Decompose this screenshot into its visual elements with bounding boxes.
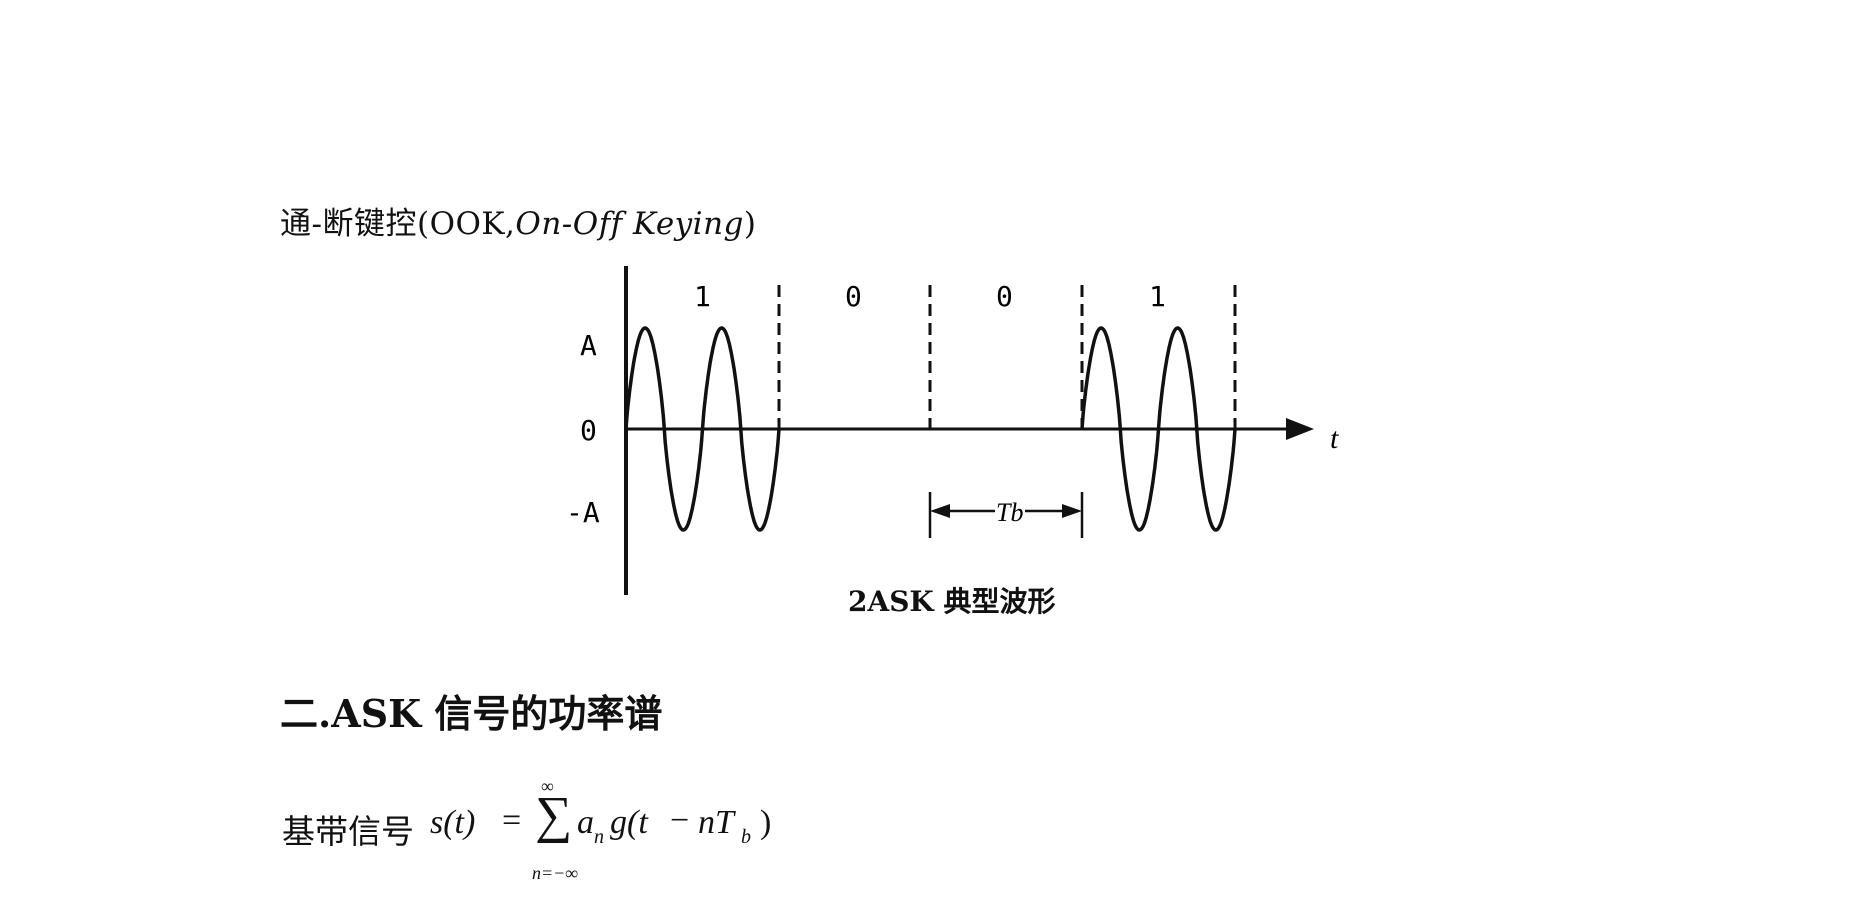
intro-italic: On-Off Keying — [515, 206, 744, 242]
figure-caption: 2ASK 典型波形 — [848, 585, 1056, 618]
period-label: Tb — [996, 498, 1023, 527]
intro-line: 通-断键控(OOK,On-Off Keying) — [280, 198, 757, 243]
period-arrow-left-icon — [930, 504, 950, 518]
period-marker: Tb — [928, 492, 1084, 538]
formula-nT: nT — [698, 804, 734, 841]
formula-sum-lower: n=−∞ — [532, 863, 579, 883]
t-axis-arrow-icon — [1286, 418, 1314, 440]
bit-label-1: 1 — [694, 280, 711, 313]
bit-label-4: 1 — [1149, 280, 1166, 313]
formula-equals: = — [502, 802, 522, 839]
formula-g: g(t — [610, 804, 648, 841]
formula-minus: − — [670, 802, 690, 839]
y-label-0: 0 — [580, 414, 597, 447]
t-axis-label: t — [1330, 422, 1339, 455]
bit-boundaries — [777, 285, 1237, 429]
formula-T-subscript: b — [741, 826, 751, 848]
bit-label-2: 0 — [845, 280, 862, 313]
formula-a-subscript: n — [594, 826, 604, 848]
formula-sum-symbol: ∑ — [535, 787, 573, 844]
y-label-A: A — [580, 329, 597, 362]
carrier-burst-bit-4 — [1080, 326, 1237, 532]
formula-a: a — [577, 804, 594, 841]
intro-suffix: ) — [743, 206, 757, 242]
formula-sum-upper: ∞ — [541, 776, 554, 796]
formula-lead: 基带信号 — [282, 812, 414, 851]
intro-prefix: 通-断键控(OOK, — [280, 206, 516, 242]
bit-label-3: 0 — [996, 280, 1013, 313]
section-heading: 二.ASK 信号的功率谱 — [280, 691, 663, 736]
formula-close-paren: ) — [760, 804, 772, 841]
carrier-burst-bit-1 — [624, 326, 781, 532]
y-label-minus-A: -A — [566, 496, 600, 529]
baseband-formula: 基带信号 s(t) = ∞ ∑ n=−∞ a n g(t − nT b ) — [282, 776, 902, 900]
period-arrow-right-icon — [1062, 504, 1082, 518]
formula-lhs: s(t) — [430, 804, 476, 841]
